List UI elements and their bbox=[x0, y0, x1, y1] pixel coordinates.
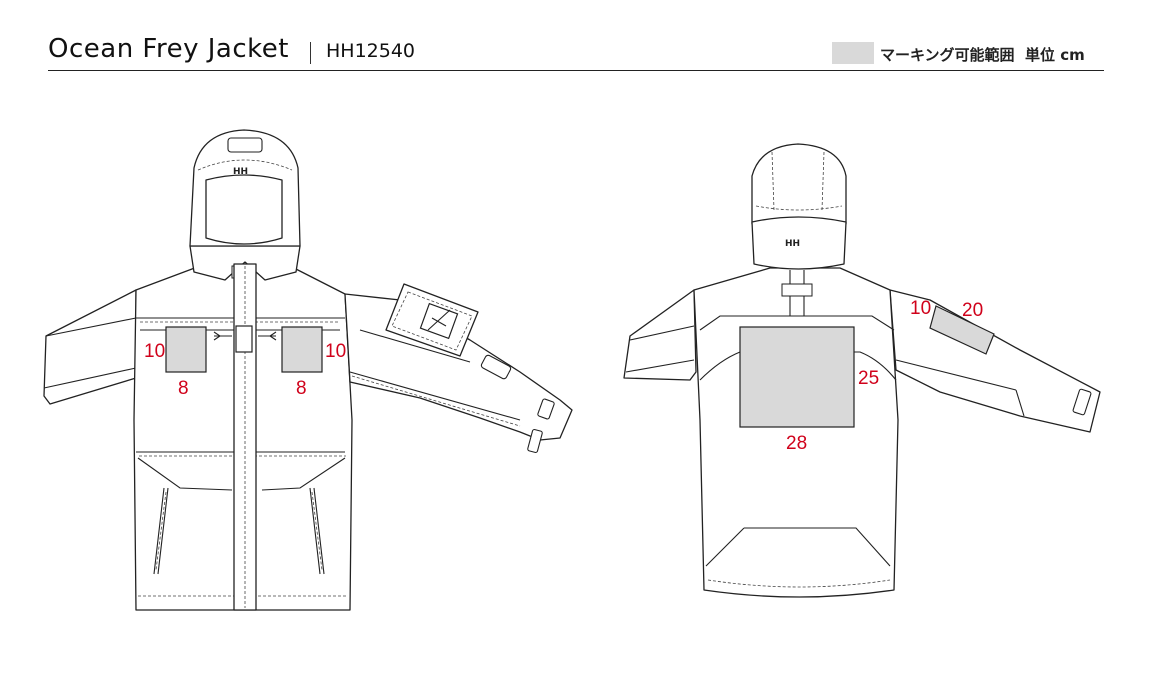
back-sleeve-marking-area bbox=[929, 305, 995, 355]
product-code: HH12540 bbox=[326, 40, 416, 62]
front-right-chest-height: 10 bbox=[325, 341, 346, 362]
legend-label: マーキング可能範囲 bbox=[880, 46, 1015, 64]
header-rule bbox=[48, 70, 1104, 71]
back-center-marking-area bbox=[739, 326, 855, 428]
header: Ocean Frey Jacket HH12540 マーキング可能範囲 単位 c… bbox=[48, 30, 1104, 72]
hood-logo: HH bbox=[233, 167, 248, 177]
unit-label: 単位 cm bbox=[1025, 46, 1085, 64]
back-left-sleeve bbox=[623, 289, 697, 381]
back-center-width: 28 bbox=[786, 433, 807, 454]
back-center-height: 25 bbox=[858, 368, 879, 389]
front-left-chest-height: 10 bbox=[144, 341, 165, 362]
back-collar bbox=[751, 216, 847, 270]
front-right-chest-marking-area bbox=[281, 326, 323, 373]
front-left-sleeve bbox=[43, 289, 137, 405]
front-right-chest-width: 8 bbox=[296, 378, 307, 399]
front-left-chest-marking-area bbox=[165, 326, 207, 373]
legend-text: マーキング可能範囲 単位 cm bbox=[880, 44, 1085, 65]
back-sleeve-height: 10 bbox=[910, 298, 931, 319]
title-separator bbox=[310, 42, 311, 64]
back-logo: HH bbox=[785, 239, 800, 249]
back-sleeve-width: 20 bbox=[962, 300, 983, 321]
product-title: Ocean Frey Jacket bbox=[48, 34, 289, 64]
front-left-chest-width: 8 bbox=[178, 378, 189, 399]
marking-area-legend-swatch bbox=[832, 42, 874, 64]
